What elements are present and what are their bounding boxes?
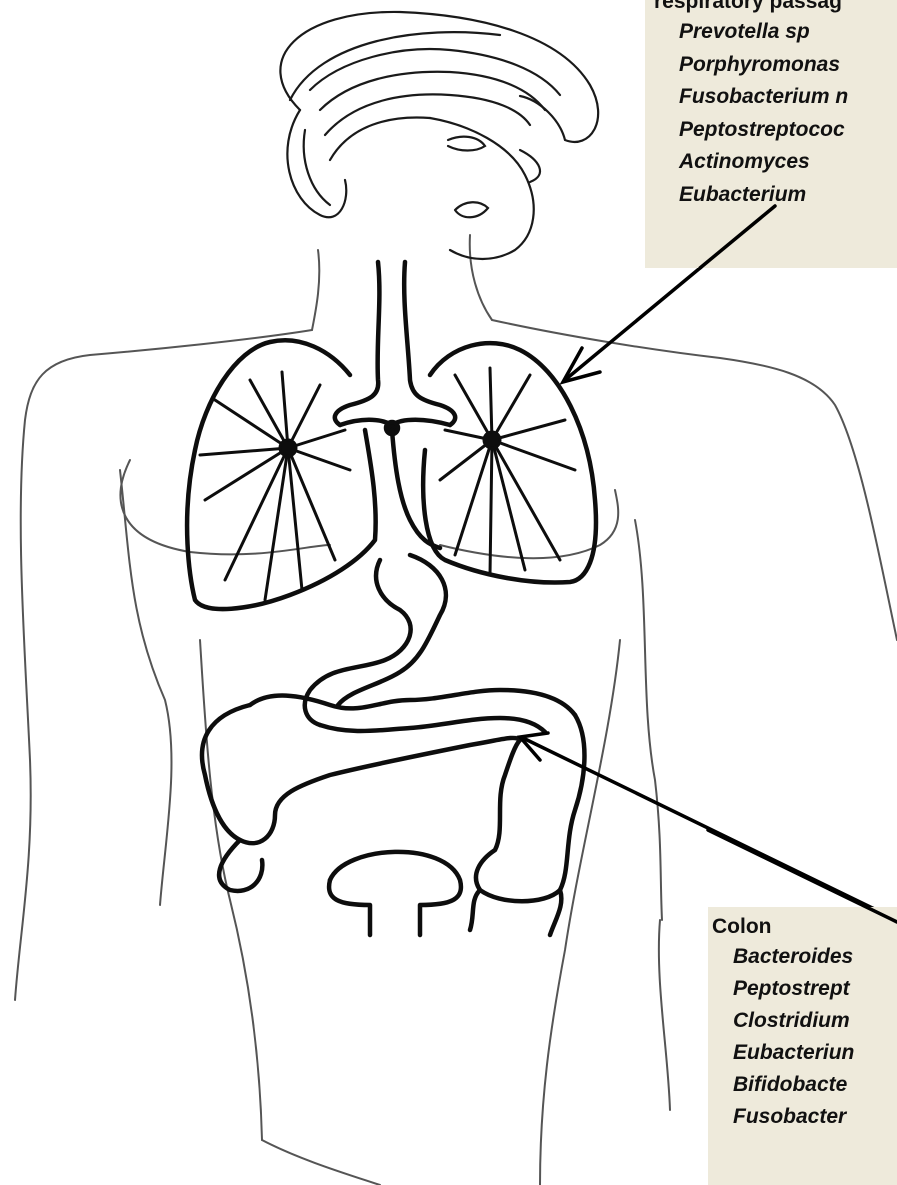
colon-arrow (523, 738, 897, 920)
bronchial-rays (200, 368, 575, 600)
list-item: Peptostreptococ (654, 114, 897, 147)
list-item: Bifidobacte (712, 1069, 897, 1101)
respiratory-heading: respiratory passag (654, 0, 897, 16)
list-item: Porphyromonas (654, 49, 897, 82)
list-item: Fusobacterium n (654, 81, 897, 114)
respiratory-passage-label: respiratory passag Prevotella sp Porphyr… (645, 0, 897, 268)
list-item: Bacteroides (712, 941, 897, 973)
list-item: Actinomyces (654, 146, 897, 179)
head (280, 12, 598, 259)
pointer-arrows (520, 210, 897, 920)
list-item: Fusobacter (712, 1101, 897, 1133)
colon-organism-list: Bacteroides Peptostrept Clostridium Euba… (712, 941, 897, 1133)
respiratory-organism-list: Prevotella sp Porphyromonas Fusobacteriu… (654, 16, 897, 211)
list-item: Prevotella sp (654, 16, 897, 49)
list-item: Eubacterium (654, 179, 897, 212)
list-item: Peptostrept (712, 973, 897, 1005)
list-item: Clostridium (712, 1005, 897, 1037)
trachea-and-lungs (187, 262, 596, 609)
list-item: Eubacteriun (712, 1037, 897, 1069)
colon-heading: Colon (712, 913, 897, 941)
colon-label: Colon Bacteroides Peptostrept Clostridiu… (708, 907, 897, 1185)
